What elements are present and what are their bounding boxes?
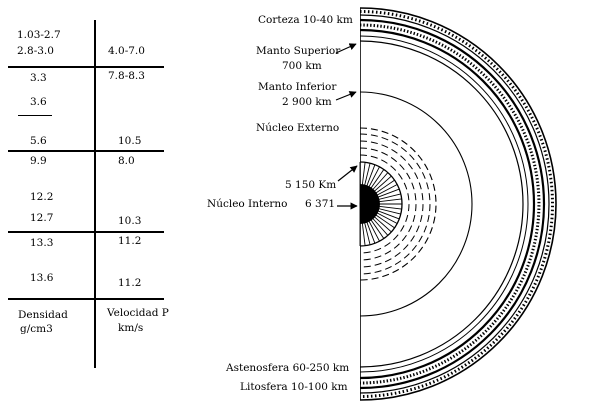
table-row-divider <box>8 66 164 68</box>
label-manto-superior-depth: 700 km <box>282 60 322 72</box>
density-value: 3.6 <box>30 96 47 108</box>
velocity-value: 11.2 <box>118 277 142 289</box>
table-row-divider <box>8 231 164 233</box>
outer-core <box>360 127 437 281</box>
label-manto-inferior: Manto Inferior <box>258 81 337 93</box>
label-nucleo-externo: Núcleo Externo <box>256 122 340 134</box>
velocity-value: 11.2 <box>118 235 142 247</box>
label-nucleo-interno-depth2: 6 371 <box>305 198 336 210</box>
density-value: 12.7 <box>30 212 54 224</box>
density-value: 3.3 <box>30 72 47 84</box>
label-nucleo-interno-depth: 5 150 Km <box>285 179 337 191</box>
velocity-value: 10.3 <box>118 215 142 227</box>
crust-hatch <box>360 10 554 398</box>
density-header: Densidad <box>18 309 68 321</box>
lithosphere-ring <box>360 18 546 390</box>
velocity-unit: km/s <box>118 322 144 334</box>
arrow-manto-superior <box>335 43 357 54</box>
label-astenosfera: Astenosfera 60-250 km <box>226 362 350 374</box>
velocity-value: 4.0-7.0 <box>108 45 145 57</box>
density-value: 13.6 <box>30 272 54 284</box>
density-value: 1.03-2.7 <box>17 29 61 41</box>
density-value: 12.2 <box>30 191 54 203</box>
velocity-value: 8.0 <box>118 155 135 167</box>
core-center <box>360 184 380 224</box>
density-value: 9.9 <box>30 155 47 167</box>
table-row-divider <box>8 150 164 152</box>
table-underline <box>18 115 52 117</box>
density-value: 5.6 <box>30 135 47 147</box>
mantle-boundary <box>360 91 473 317</box>
label-corteza: Corteza 10-40 km <box>258 14 353 26</box>
label-nucleo-interno: Núcleo Interno <box>207 198 288 210</box>
label-litosfera: Litosfera 10-100 km <box>240 381 348 393</box>
arrow-manto-inferior <box>335 91 357 101</box>
velocity-header: Velocidad P <box>107 307 169 319</box>
label-manto-superior: Manto Superior <box>256 45 341 57</box>
density-unit: g/cm3 <box>20 323 53 335</box>
table-row-divider <box>8 298 164 300</box>
label-manto-inferior-depth: 2 900 km <box>282 96 332 108</box>
table-column-divider <box>94 20 96 368</box>
velocity-value: 7.8-8.3 <box>108 70 145 82</box>
velocity-value: 10.5 <box>118 135 142 147</box>
asthenosphere-band <box>360 23 541 385</box>
crust-layer <box>360 7 557 401</box>
arrow-nucleo-interno <box>337 165 358 182</box>
density-value: 13.3 <box>30 237 54 249</box>
density-value: 2.8-3.0 <box>17 45 54 57</box>
